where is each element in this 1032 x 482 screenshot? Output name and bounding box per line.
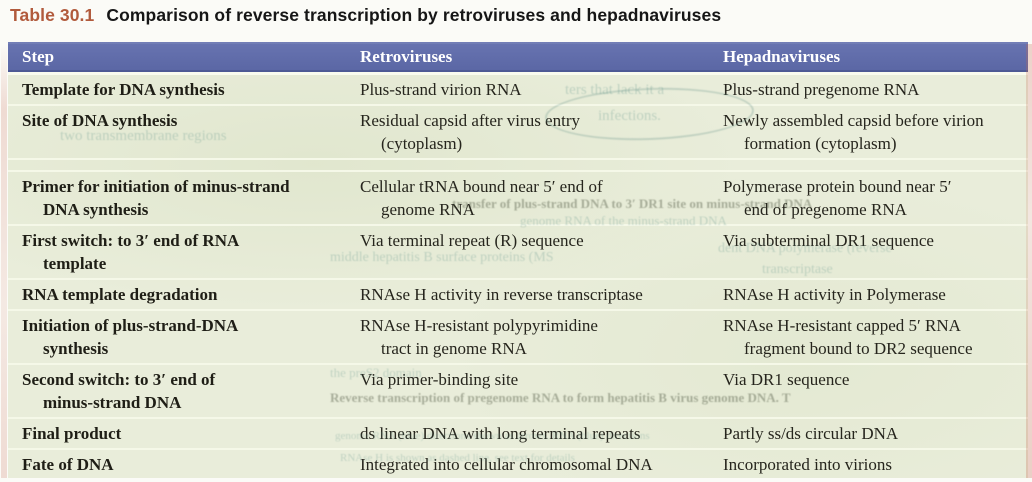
cell-retroviruses: Via primer-binding site xyxy=(360,370,519,389)
table-number: Table 30.1 xyxy=(10,5,95,25)
table-row: Second switch: to 3′ end of minus-strand… xyxy=(8,363,1028,417)
cell-retroviruses: Residual capsid after virus entry (cytop… xyxy=(360,111,580,153)
cell-hepadnaviruses: Plus-strand pregenome RNA xyxy=(723,80,920,99)
cell-step: Site of DNA synthesis xyxy=(22,111,178,130)
cell-step: Fate of DNA xyxy=(22,455,114,474)
cell-retroviruses: Plus-strand virion RNA xyxy=(360,80,522,99)
row-gap xyxy=(8,158,1028,170)
column-header-retroviruses: Retroviruses xyxy=(360,47,453,66)
comparison-table: Step Retroviruses Hepadnaviruses Templat… xyxy=(8,42,1028,478)
cell-hepadnaviruses: RNAse H-resistant capped 5′ RNA fragment… xyxy=(723,316,973,358)
cell-hepadnaviruses: RNAse H activity in Polymerase xyxy=(723,285,946,304)
cell-retroviruses: RNAse H-resistant polypyrimidine tract i… xyxy=(360,316,598,358)
cell-hepadnaviruses: Via DR1 sequence xyxy=(723,370,850,389)
cell-step: Primer for initiation of minus-strand DN… xyxy=(22,177,290,219)
table-caption-text: Comparison of reverse transcription by r… xyxy=(106,5,722,25)
cell-retroviruses: Integrated into cellular chromosomal DNA xyxy=(360,455,653,474)
cell-step: First switch: to 3′ end of RNA template xyxy=(22,231,240,273)
cell-step: Second switch: to 3′ end of minus-strand… xyxy=(22,370,216,412)
cell-retroviruses: Cellular tRNA bound near 5′ end of genom… xyxy=(360,177,603,219)
cell-hepadnaviruses: Incorporated into virions xyxy=(723,455,893,474)
table-row: Fate of DNA Integrated into cellular chr… xyxy=(8,448,1028,478)
table-row: Template for DNA synthesis Plus-strand v… xyxy=(8,75,1028,104)
cell-hepadnaviruses: Newly assembled capsid before virion for… xyxy=(723,111,984,153)
cell-step: Initiation of plus-strand-DNA synthesis xyxy=(22,316,239,358)
cell-hepadnaviruses: Via subterminal DR1 sequence xyxy=(723,231,934,250)
table-row: Final product ds linear DNA with long te… xyxy=(8,417,1028,448)
cell-retroviruses: ds linear DNA with long terminal repeats xyxy=(360,424,641,443)
table-row: Initiation of plus-strand-DNA synthesis … xyxy=(8,309,1028,363)
table-row: Primer for initiation of minus-strand DN… xyxy=(8,170,1028,224)
cell-retroviruses: Via terminal repeat (R) sequence xyxy=(360,231,584,250)
table-row: RNA template degradation RNAse H activit… xyxy=(8,278,1028,309)
table-header-row: Step Retroviruses Hepadnaviruses xyxy=(8,42,1028,72)
table-body: Template for DNA synthesis Plus-strand v… xyxy=(8,75,1028,478)
column-header-hepadnaviruses: Hepadnaviruses xyxy=(723,47,841,66)
table-row: First switch: to 3′ end of RNA template … xyxy=(8,224,1028,278)
table-caption: Table 30.1 Comparison of reverse transcri… xyxy=(10,5,1024,26)
table-row: Site of DNA synthesis Residual capsid af… xyxy=(8,104,1028,158)
scan-edge-left xyxy=(1,44,7,478)
cell-step: Template for DNA synthesis xyxy=(22,80,225,99)
header-body-divider xyxy=(8,72,1028,75)
cell-step: RNA template degradation xyxy=(22,285,218,304)
cell-step: Final product xyxy=(22,424,122,443)
cell-retroviruses: RNAse H activity in reverse transcriptas… xyxy=(360,285,643,304)
cell-hepadnaviruses: Partly ss/ds circular DNA xyxy=(723,424,899,443)
cell-hepadnaviruses: Polymerase protein bound near 5′ end of … xyxy=(723,177,952,219)
column-header-step: Step xyxy=(22,47,55,66)
